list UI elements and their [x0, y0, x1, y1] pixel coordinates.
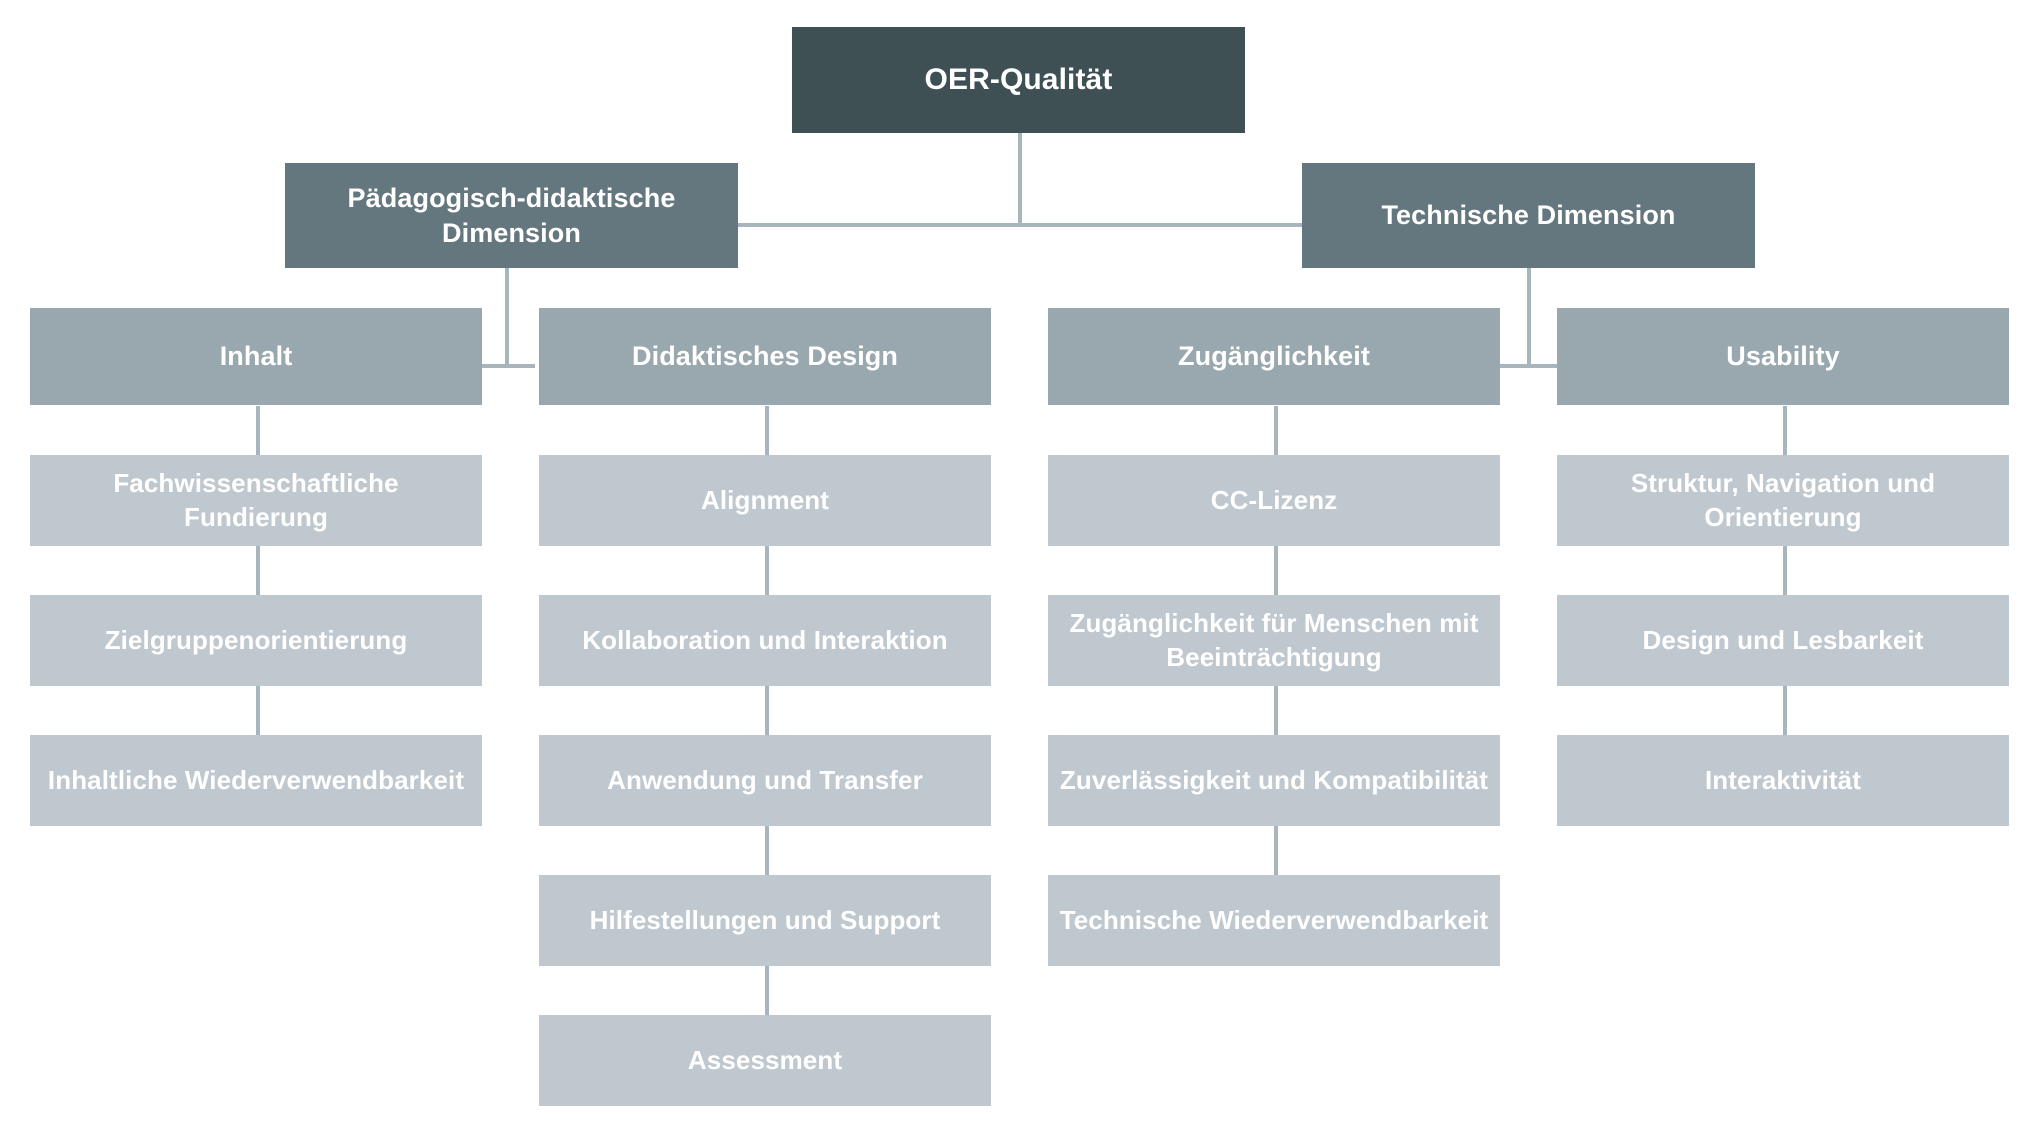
node-category-inhalt[interactable]: Inhalt: [30, 308, 482, 405]
node-criterion-label: Technische Wiederverwendbarkeit: [1059, 904, 1489, 935]
node-category-zugaenglichkeit[interactable]: Zugänglichkeit: [1048, 308, 1500, 405]
connector-zugaenglichkeit-3: [1274, 685, 1278, 735]
connector-zugaenglichkeit-2: [1274, 545, 1278, 595]
node-dimension-paedagogisch-didaktisch[interactable]: Pädagogisch-didaktische Dimension: [285, 163, 738, 268]
node-root-oer-qualitaet[interactable]: OER-Qualität: [792, 27, 1245, 133]
connector-dimension-spine: [734, 223, 1306, 227]
connector-root-vertical: [1018, 133, 1022, 225]
connector-didaktisches-3: [765, 685, 769, 735]
node-criterion-assessment[interactable]: Assessment: [539, 1015, 991, 1106]
node-criterion-label: Anwendung und Transfer: [607, 764, 923, 795]
node-criterion-label: Hilfestellungen und Support: [589, 904, 941, 935]
connector-left-dimension-vertical: [505, 268, 509, 368]
node-category-label: Didaktisches Design: [632, 341, 898, 372]
node-criterion-label: Alignment: [700, 484, 829, 515]
node-criterion-label: Interaktivität: [1704, 764, 1861, 795]
connector-didaktisches-5: [765, 965, 769, 1015]
node-criterion-interaktivitaet[interactable]: Interaktivität: [1557, 735, 2009, 826]
node-category-label: Inhalt: [219, 341, 293, 372]
connector-category-bar-right: [1500, 364, 1557, 368]
node-criterion-label: Zuverlässigkeit und Kompatibilität: [1059, 764, 1489, 795]
node-dimension-label: Pädagogisch-didaktische Dimension: [347, 182, 676, 248]
node-criterion-hilfestellungen-und-support[interactable]: Hilfestellungen und Support: [539, 875, 991, 966]
node-criterion-technische-wiederverwendbarkeit[interactable]: Technische Wiederverwendbarkeit: [1048, 875, 1500, 966]
connector-didaktisches-1: [765, 406, 769, 456]
connector-zugaenglichkeit-1: [1274, 406, 1278, 456]
node-root-label: OER-Qualität: [924, 62, 1113, 96]
node-category-didaktisches-design[interactable]: Didaktisches Design: [539, 308, 991, 405]
node-criterion-label: Zielgruppenorientierung: [104, 624, 408, 655]
node-criterion-label: Assessment: [687, 1044, 843, 1075]
node-criterion-kollaboration-und-interaktion[interactable]: Kollaboration und Interaktion: [539, 595, 991, 686]
node-criterion-alignment[interactable]: Alignment: [539, 455, 991, 546]
node-criterion-label: Kollaboration und Interaktion: [582, 624, 948, 655]
connector-inhalt-3: [256, 685, 260, 735]
node-criterion-label: Zugänglichkeit für Menschen mit Beeinträ…: [1069, 608, 1479, 672]
node-criterion-label: CC-Lizenz: [1210, 484, 1338, 515]
connector-usability-1: [1783, 406, 1787, 456]
connector-usability-3: [1783, 685, 1787, 735]
connector-right-dimension-vertical: [1527, 268, 1531, 368]
connector-didaktisches-2: [765, 545, 769, 595]
node-criterion-label: Fachwissenschaftliche Fundierung: [113, 468, 399, 532]
node-criterion-design-und-lesbarkeit[interactable]: Design und Lesbarkeit: [1557, 595, 2009, 686]
node-criterion-inhaltliche-wiederverwendbarkeit[interactable]: Inhaltliche Wiederverwendbarkeit: [30, 735, 482, 826]
node-criterion-label: Design und Lesbarkeit: [1642, 624, 1924, 655]
connector-usability-2: [1783, 545, 1787, 595]
connector-inhalt-1: [256, 406, 260, 456]
node-criterion-fachwissenschaftliche-fundierung[interactable]: Fachwissenschaftliche Fundierung: [30, 455, 482, 546]
node-criterion-label: Inhaltliche Wiederverwendbarkeit: [47, 764, 465, 795]
node-criterion-zielgruppenorientierung[interactable]: Zielgruppenorientierung: [30, 595, 482, 686]
connector-category-bar-left: [478, 364, 535, 368]
connector-inhalt-2: [256, 545, 260, 595]
node-criterion-anwendung-und-transfer[interactable]: Anwendung und Transfer: [539, 735, 991, 826]
node-criterion-zuverlaessigkeit-und-kompatibilitaet[interactable]: Zuverlässigkeit und Kompatibilität: [1048, 735, 1500, 826]
node-criterion-struktur-navigation-und-orientierung[interactable]: Struktur, Navigation und Orientierung: [1557, 455, 2009, 546]
node-category-usability[interactable]: Usability: [1557, 308, 2009, 405]
node-criterion-cc-lizenz[interactable]: CC-Lizenz: [1048, 455, 1500, 546]
connector-zugaenglichkeit-4: [1274, 825, 1278, 875]
node-criterion-zugaenglichkeit-fuer-menschen-mit-beeintraechtigung[interactable]: Zugänglichkeit für Menschen mit Beeinträ…: [1048, 595, 1500, 686]
node-dimension-label: Technische Dimension: [1381, 200, 1676, 231]
node-category-label: Zugänglichkeit: [1178, 341, 1370, 372]
node-dimension-technische[interactable]: Technische Dimension: [1302, 163, 1755, 268]
node-criterion-label: Struktur, Navigation und Orientierung: [1630, 468, 1936, 532]
connector-didaktisches-4: [765, 825, 769, 875]
node-category-label: Usability: [1726, 341, 1840, 372]
